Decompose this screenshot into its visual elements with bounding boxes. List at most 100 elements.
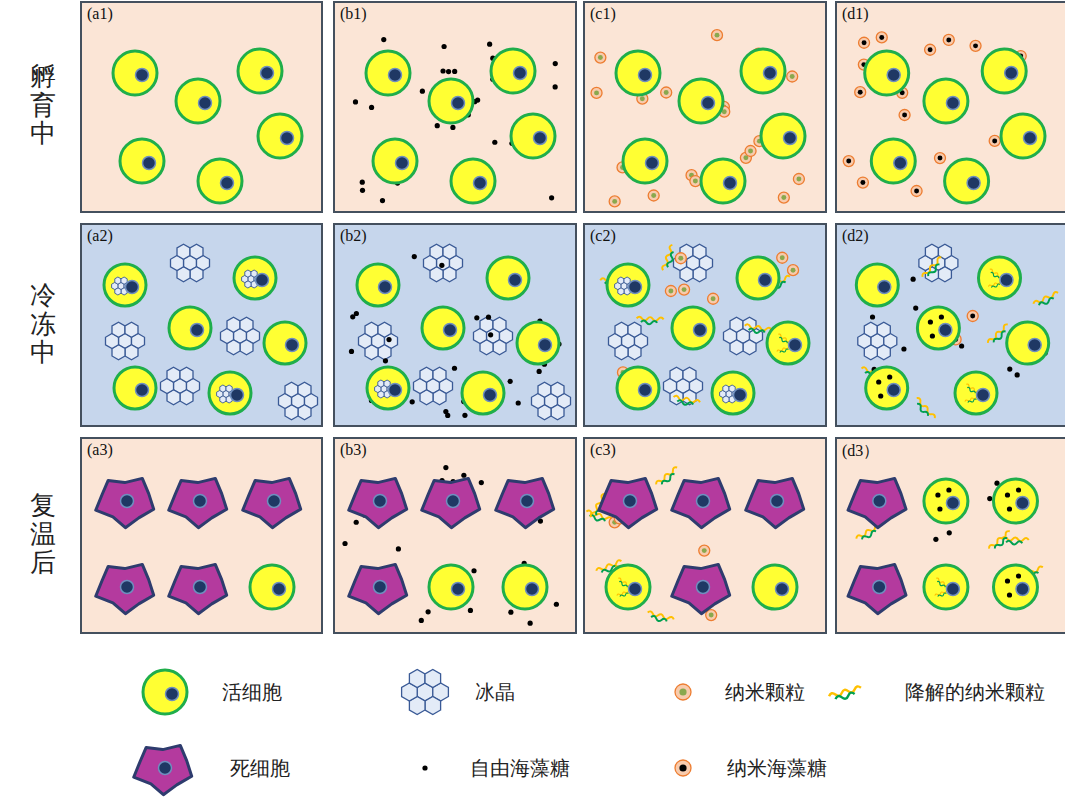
nano-trehalose [911,186,922,197]
degraded-nanoparticle [655,466,681,489]
ice-hexagon [298,382,311,397]
live-cell [623,139,667,183]
dead-cell [96,478,154,527]
free-trehalose [1007,506,1012,511]
nucleus [702,97,715,110]
free-trehalose [412,254,417,259]
panel-ground [80,223,323,427]
fragment [655,466,678,486]
free-trehalose [396,546,401,551]
nucleus [629,281,642,294]
panel: (b2) [333,223,577,427]
nano-trehalose-core [946,37,951,42]
live-cell [487,257,529,299]
nanoparticle [661,87,672,98]
ice-hexagon [615,322,628,337]
free-trehalose [1005,492,1010,497]
fragment [861,530,877,541]
nucleus [374,581,387,594]
ice-hexagon [285,382,298,397]
free-trehalose [426,609,431,614]
live-cell [258,114,302,158]
free-trehalose [443,465,448,470]
live-cell [1007,322,1049,364]
dead-cell [169,478,227,527]
free-trehalose [492,140,497,145]
panel-label: (c2) [590,227,616,245]
nanoparticle [595,52,606,63]
nucleus [946,97,959,110]
free-trehalose [342,541,347,546]
fragment [641,320,657,324]
fragment [991,284,1000,289]
free-trehalose [474,315,479,320]
nucleus [784,132,797,145]
nucleus [1000,274,1013,287]
legend-text: 活细胞 [222,679,282,706]
nano-trehalose-core [679,764,686,771]
nucleus [281,132,294,145]
panel-ground [835,437,1065,634]
free-trehalose [947,530,952,535]
nanoparticle [711,30,722,41]
free-trehalose [440,68,445,73]
nucleus [1016,497,1029,510]
free-trehalose [381,37,386,42]
ice-hexagon [227,317,240,332]
panel: (a1) [80,1,323,213]
nucleus [256,274,269,287]
fragment [927,263,941,277]
live-cell [866,367,908,409]
nanoparticle [675,684,691,700]
nanoparticle [793,173,804,184]
ice-hexagon [220,385,226,392]
free-trehalose [446,69,451,74]
nucleus [639,69,652,82]
nucleus [166,688,179,701]
live-cell [120,139,164,183]
nucleus [894,157,907,170]
free-trehalose [439,263,444,268]
nucleus [776,583,789,596]
nanoparticle-core [709,613,714,618]
nucleus [509,274,522,287]
nucleus [789,339,802,352]
ice-hexagon [125,345,138,360]
free-trehalose [462,413,467,418]
degraded-nanoparticle [1033,291,1061,309]
ice-crystal [919,244,958,281]
live-cell [924,565,968,609]
live-cell [955,372,997,414]
dead-cell [422,478,480,527]
nano-trehalose-core [928,47,933,52]
free-trehalose [410,399,415,404]
nucleus [697,581,710,594]
free-trehalose [946,487,951,492]
live-cell [114,367,156,409]
fragment [994,537,1009,550]
nucleus [967,177,980,190]
nanoparticle-core [693,179,698,184]
fragment [745,324,772,332]
nucleus [724,177,737,190]
nanoparticle [699,545,710,556]
nucleus [261,67,274,80]
nucleus [734,389,747,402]
live-cell [761,114,805,158]
live-cell [672,307,714,349]
dead-cell [243,478,301,527]
ice-hexagon [409,670,425,688]
ice-hexagon [693,267,706,282]
panel-ground [583,437,827,634]
panel-label: (b1) [340,5,367,23]
free-trehalose [452,366,457,371]
fragment [968,399,977,404]
live-cell [982,49,1026,93]
free-trehalose [450,125,455,130]
ice-crystal [359,322,398,360]
fragment [637,317,664,322]
nucleus [374,495,387,508]
nucleus [514,67,527,80]
fragment [828,686,861,699]
free-trehalose [930,333,935,338]
